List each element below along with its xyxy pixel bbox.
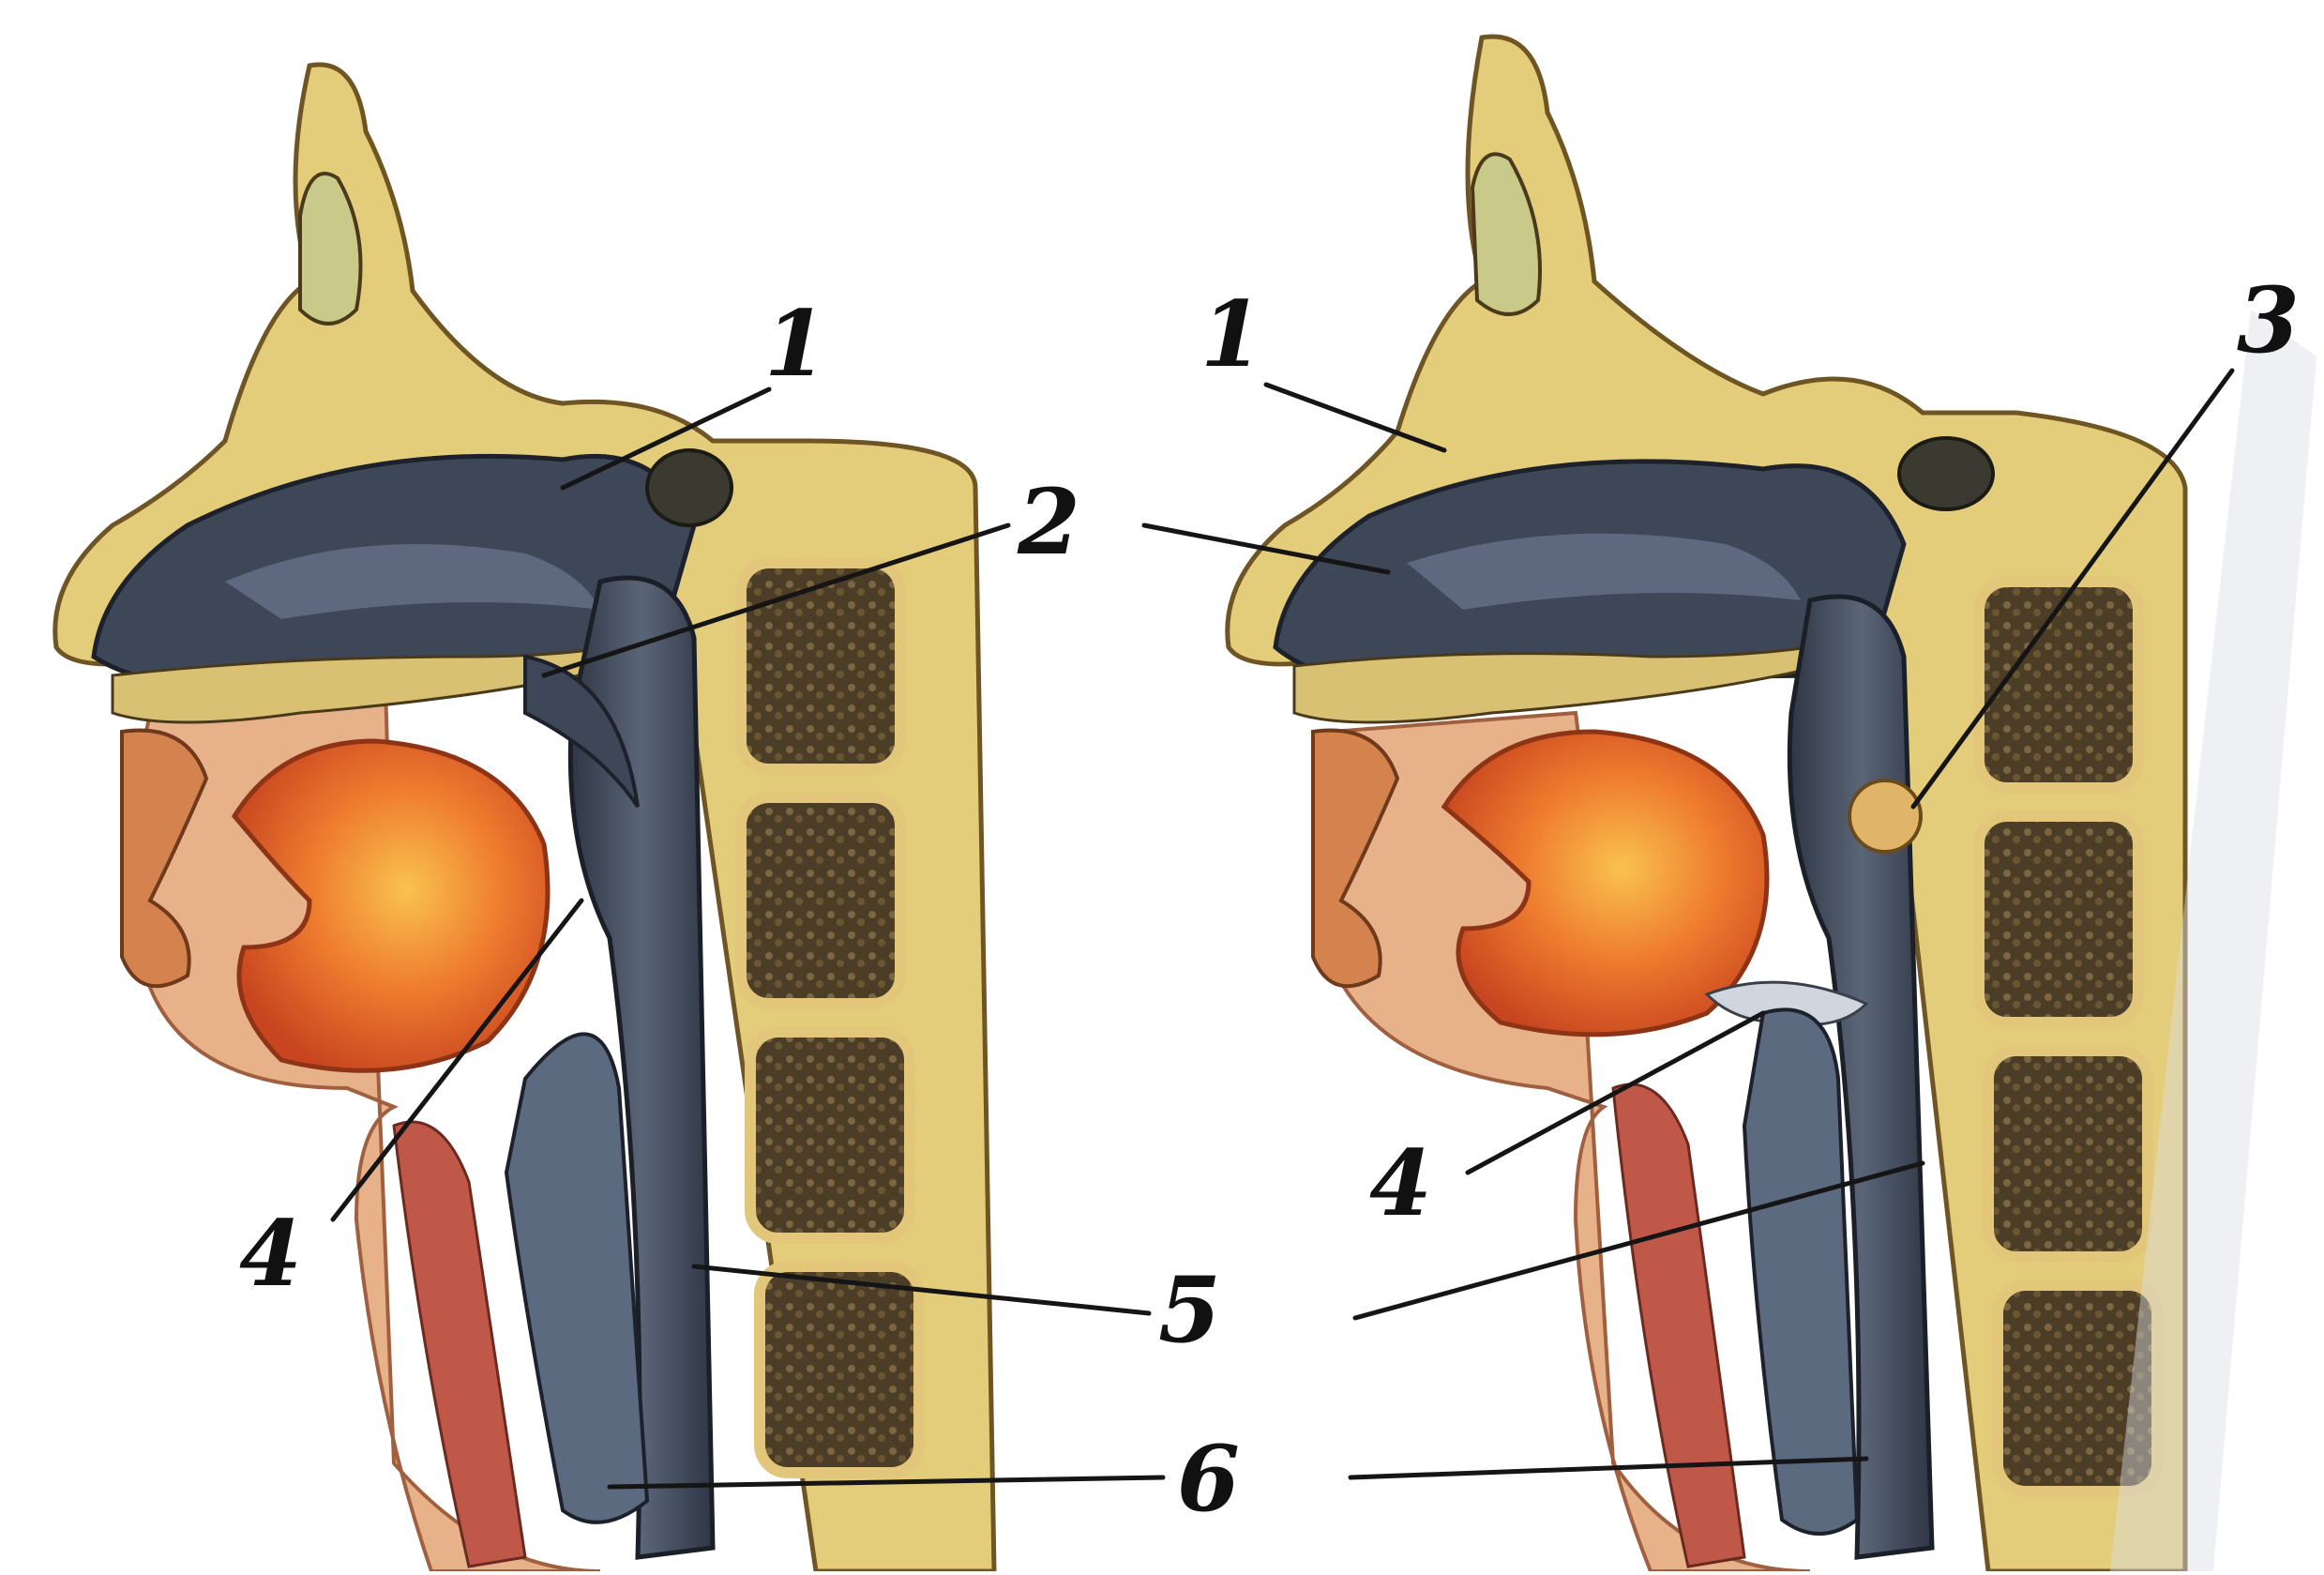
left-label-5: 5: [1158, 1257, 1221, 1363]
right-larynx: [1744, 1009, 1857, 1534]
left-occipital-foramen: [647, 450, 732, 525]
right-label-1: 1: [1200, 281, 1263, 387]
left-label-6: 6: [1177, 1426, 1240, 1532]
right-label-4: 4: [1369, 1130, 1432, 1236]
left-label-2: 2: [1017, 469, 1080, 575]
right-occipital-foramen: [1899, 438, 1993, 509]
left-label-4: 4: [239, 1201, 302, 1307]
left-head-section: [55, 65, 994, 1571]
left-label-1: 1: [764, 291, 827, 397]
right-head-section: [1228, 37, 2185, 1571]
right-label-3: 3: [2237, 267, 2300, 373]
right-food-bolus: [1849, 780, 1921, 852]
